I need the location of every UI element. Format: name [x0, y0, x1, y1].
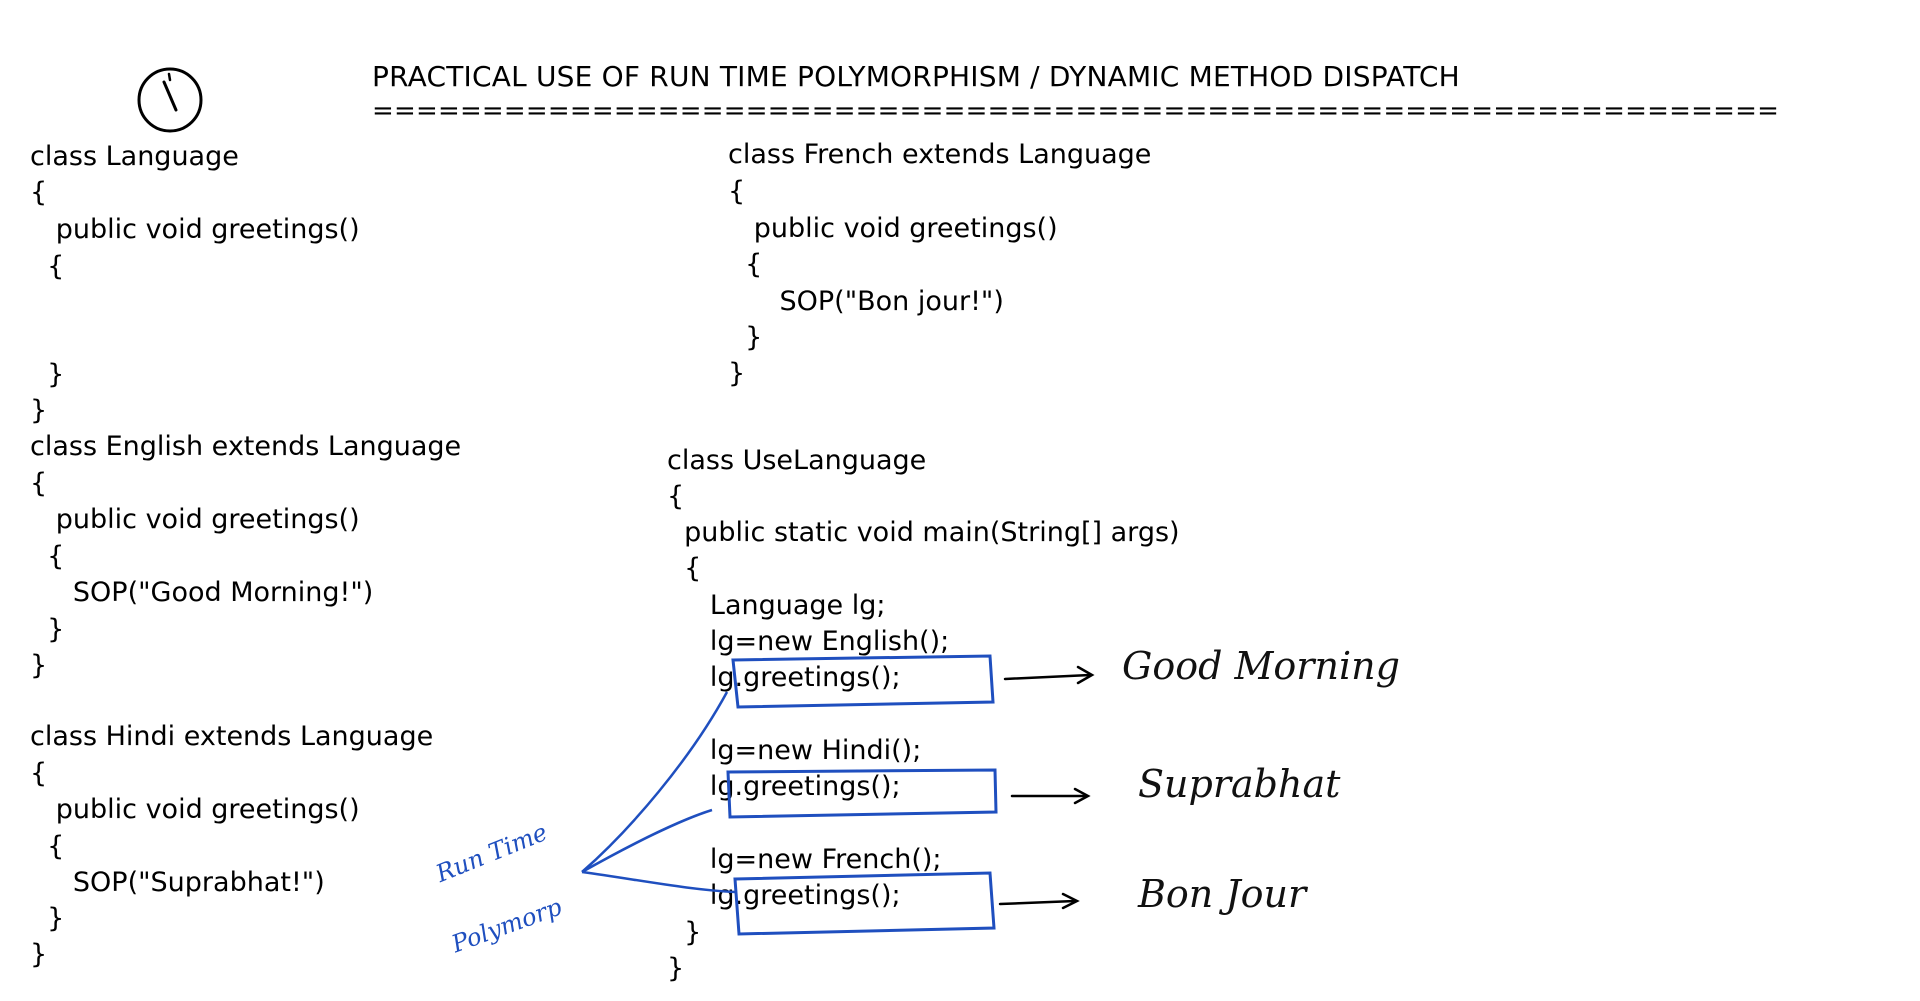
connector-line: [581, 691, 729, 873]
code-line: {: [30, 251, 65, 282]
code-line: public void greetings(): [728, 213, 1058, 244]
highlight-box: [733, 871, 996, 936]
code-line: class French extends Language: [728, 139, 1152, 170]
code-line: }: [667, 917, 702, 948]
code-line: lg=new English();: [667, 626, 950, 657]
connector-line: [581, 870, 736, 894]
code-line: public void greetings(): [30, 214, 360, 245]
code-line: }: [728, 322, 763, 353]
code-line: {: [728, 176, 746, 207]
code-line: }: [30, 395, 48, 426]
code-line: lg.greetings();: [667, 771, 901, 802]
code-line: {: [728, 249, 763, 280]
code-line: {: [30, 758, 48, 789]
output-english-note: Good Morning: [1122, 644, 1400, 688]
code-line: class Language: [30, 141, 239, 172]
highlight-box: [726, 768, 998, 819]
code-line: lg.greetings();: [667, 662, 901, 693]
arrow-icon: [1010, 787, 1091, 805]
code-line: }: [30, 650, 48, 681]
code-line: }: [30, 359, 65, 390]
code-line: public static void main(String[] args): [667, 517, 1180, 548]
code-line: {: [30, 541, 65, 572]
code-line: class English extends Language: [30, 431, 462, 462]
title-underline: ========================================…: [372, 96, 1780, 126]
highlight-box: [731, 654, 995, 709]
code-line: class UseLanguage: [667, 445, 927, 476]
code-line: Language lg;: [667, 590, 886, 621]
code-line: {: [30, 177, 48, 208]
page-title: PRACTICAL USE OF RUN TIME POLYMORPHISM /…: [372, 60, 1460, 93]
code-line: public void greetings(): [30, 504, 360, 535]
code-line: {: [667, 481, 685, 512]
code-line: public void greetings(): [30, 794, 360, 825]
code-line: lg.greetings();: [667, 880, 901, 911]
code-line: SOP("Good Morning!"): [30, 577, 374, 608]
code-line: }: [30, 939, 48, 970]
code-line: }: [30, 614, 65, 645]
code-line: SOP("Bon jour!"): [728, 286, 1004, 317]
code-line: }: [728, 358, 746, 389]
code-line: lg=new Hindi();: [667, 735, 922, 766]
code-line: lg=new French();: [667, 844, 942, 875]
arrow-icon: [1003, 665, 1095, 685]
code-line: class Hindi extends Language: [30, 721, 434, 752]
arrow-icon: [998, 892, 1080, 910]
code-line: }: [30, 903, 65, 934]
code-line: SOP("Suprabhat!"): [30, 867, 325, 898]
output-french-note: Bon Jour: [1138, 872, 1307, 916]
clock-icon: [137, 67, 203, 133]
code-line: {: [30, 831, 65, 862]
connector-line: [581, 808, 713, 874]
code-line: }: [667, 953, 685, 984]
code-line: {: [667, 553, 702, 584]
output-hindi-note: Suprabhat: [1138, 762, 1341, 806]
code-line: {: [30, 468, 48, 499]
